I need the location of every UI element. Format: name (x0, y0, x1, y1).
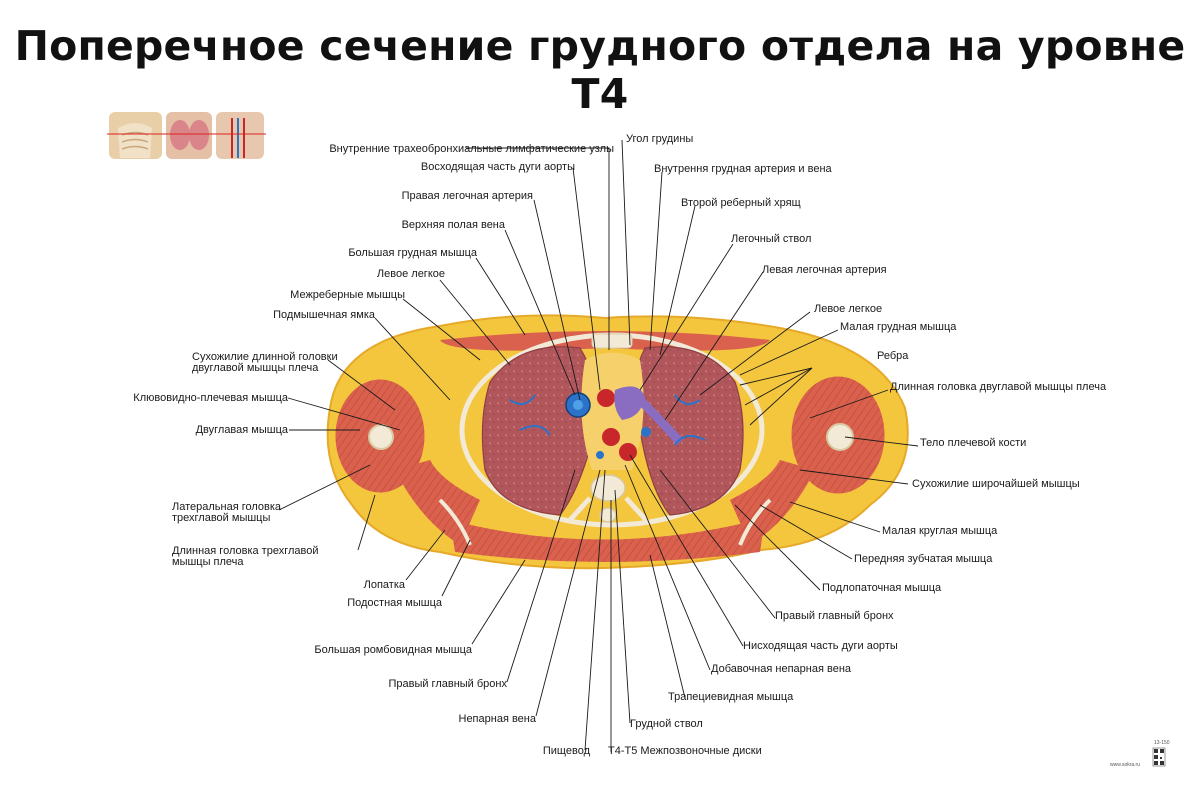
label-internal-thoracic-vessels: Внутрення грудная артерия и вена (654, 163, 833, 175)
label-left-pulmonary-artery: Левая легочная артерия (762, 264, 887, 276)
label-t4-t5-discs: T4-T5 Межпозвоночные диски (608, 745, 762, 757)
corner-code-text: 13-150 (1154, 740, 1170, 746)
qr-code-icon (1153, 748, 1165, 766)
label-descending-aorta: Нисходящая часть дуги аорты (743, 640, 898, 652)
label-accessory-azygos: Добавочная непарная вена (711, 663, 852, 675)
label-thoracic-duct: Грудной ствол (630, 718, 703, 730)
label-triceps-lateral-2: трехглавой мышцы (172, 512, 270, 524)
label-scapula: Лопатка (364, 579, 406, 591)
label-superior-vena-cava: Верхняя полая вена (402, 219, 506, 231)
label-pectoralis-major: Большая грудная мышца (348, 247, 478, 259)
label-azygos-vein: Непарная вена (459, 713, 537, 725)
label-right-main-bronchus-right: Правый главный бронх (775, 610, 894, 622)
label-second-costal-cartilage: Второй реберный хрящ (681, 197, 801, 209)
label-infraspinatus: Подостная мышца (347, 597, 443, 609)
label-axillary-fossa: Подмышечная ямка (273, 309, 376, 321)
label-serratus-anterior: Передняя зубчатая мышца (854, 553, 993, 565)
label-ascending-aorta: Восходящая часть дуги аорты (421, 161, 575, 173)
label-trapezius: Трапециевидная мышца (668, 691, 794, 703)
label-left-lung-right: Левое легкое (814, 303, 882, 315)
label-left-lung: Левое легкое (377, 268, 445, 280)
label-teres-minor: Малая круглая мышца (882, 525, 998, 537)
label-biceps-long-tendon-2: двуглавой мышцы плеча (192, 362, 319, 374)
label-latissimus-tendon: Сухожилие широчайшей мышцы (912, 478, 1080, 490)
corner-site-text: www.sokra.ru (1110, 762, 1140, 768)
label-rhomboid-major: Большая ромбовидная мышца (314, 644, 472, 656)
label-right-main-bronchus: Правый главный бронх (388, 678, 507, 690)
label-esophagus: Пищевод (543, 745, 591, 757)
label-pulmonary-trunk: Легочный ствол (731, 233, 811, 245)
label-humerus-body: Тело плечевой кости (920, 437, 1026, 449)
ascending-aorta (597, 389, 615, 407)
label-ribs: Ребра (877, 350, 909, 362)
label-pectoralis-minor: Малая грудная мышца (840, 321, 957, 333)
label-biceps: Двуглавая мышца (196, 424, 289, 436)
label-internal-lymph-nodes: Внутренние трахеобронхиальные лимфатичес… (329, 143, 614, 155)
label-biceps-long-head: Длинная головка двуглавой мышцы плеча (890, 381, 1107, 393)
label-coracobrachialis: Клювовидно-плечевая мышца (133, 392, 289, 404)
label-sternal-angle: Угол грудины (626, 133, 693, 145)
label-intercostal-muscles: Межреберные мышцы (290, 289, 405, 301)
label-right-pulmonary-artery: Правая легочная артерия (402, 190, 533, 202)
reference-thumbnails (107, 112, 266, 159)
label-triceps-long-2: мышцы плеча (172, 556, 244, 568)
label-subscapularis: Подлопаточная мышца (822, 582, 942, 594)
corner-code: 13-150 www.sokra.ru (1110, 740, 1170, 768)
